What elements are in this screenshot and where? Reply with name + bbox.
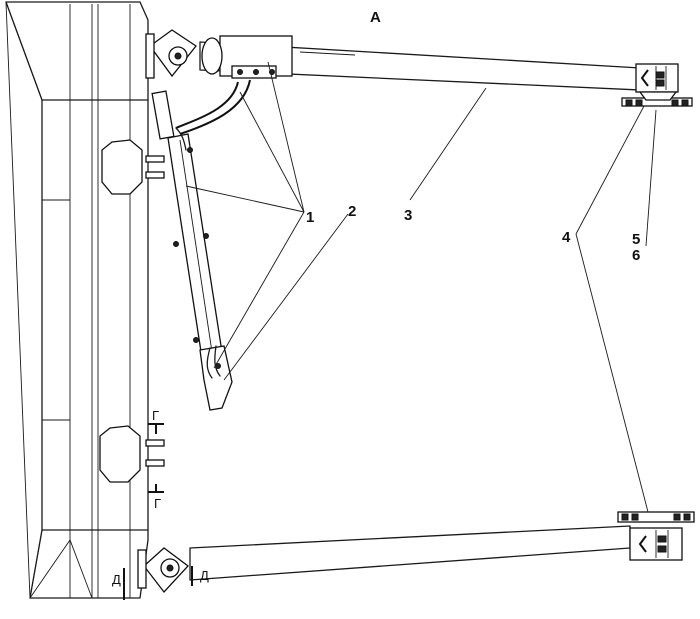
hydraulic-hoses bbox=[175, 79, 251, 379]
section-mark-d-left: Д bbox=[112, 568, 125, 600]
section-label-g1: Г bbox=[152, 408, 159, 423]
view-label: А bbox=[370, 9, 381, 26]
callout-1: 1 bbox=[306, 209, 314, 226]
section-mark-d-right: Д bbox=[191, 566, 209, 586]
upper-trunnion-bracket bbox=[621, 63, 693, 107]
callout-2: 2 bbox=[348, 203, 356, 220]
lower-trunnion-bracket bbox=[617, 511, 695, 561]
callout-4: 4 bbox=[562, 229, 571, 246]
lower-push-arm bbox=[137, 525, 631, 594]
hydraulic-cylinder bbox=[151, 90, 233, 411]
upper-push-arm bbox=[145, 29, 641, 91]
lower-octagon-bracket bbox=[99, 425, 165, 483]
section-label-g2: Г bbox=[154, 496, 161, 511]
upper-octagon-bracket bbox=[101, 139, 165, 195]
callout-3: 3 bbox=[404, 207, 412, 224]
section-mark-g-upper: Г bbox=[148, 408, 164, 434]
blade-frame bbox=[5, 1, 149, 599]
section-mark-g-lower: Г bbox=[148, 484, 164, 511]
section-label-d2: Д bbox=[200, 568, 209, 583]
callout-5: 5 bbox=[632, 231, 640, 248]
callout-6: 6 bbox=[632, 247, 640, 264]
leader-lines bbox=[185, 61, 657, 513]
section-label-d1: Д bbox=[112, 572, 121, 587]
